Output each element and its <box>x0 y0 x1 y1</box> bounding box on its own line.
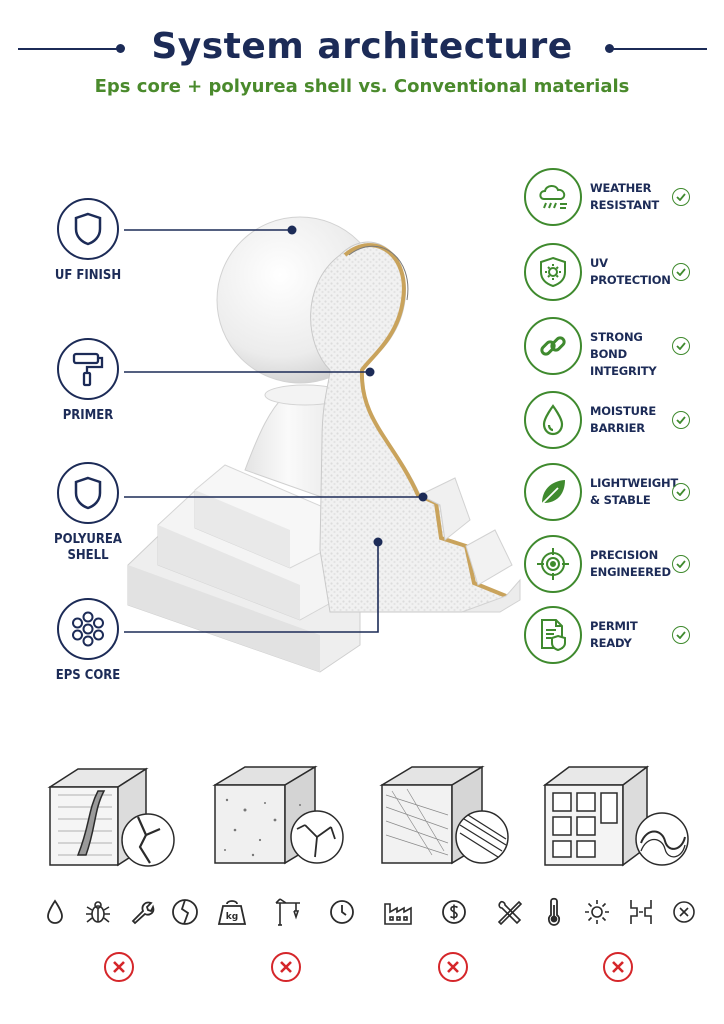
layer-icon-circle <box>57 338 119 400</box>
comparison-concrete: kg <box>205 755 369 995</box>
bug-icon <box>81 895 115 929</box>
chain-link-icon <box>540 336 566 356</box>
benefit-label: LIGHTWEIGHT& STABLE <box>590 476 679 507</box>
paint-roller-icon <box>72 352 104 387</box>
benefit-icon-circle <box>524 606 582 664</box>
wrench-icon <box>125 895 159 929</box>
layer-label: UF FINISH <box>54 268 122 283</box>
layer-eps-core: EPS CORE <box>33 598 143 684</box>
benefit-icon-circle <box>524 391 582 449</box>
pvc-issues <box>537 895 701 929</box>
title-rule-right <box>612 48 707 50</box>
concrete-block-illustration <box>212 765 344 865</box>
fail-x-icon <box>438 952 468 982</box>
finial-cutaway-illustration <box>124 216 521 673</box>
fail-x-icon <box>104 952 134 982</box>
layer-uf-finish: UF FINISH <box>33 198 143 284</box>
check-icon <box>672 483 690 501</box>
clock-icon <box>325 895 359 929</box>
benefit-icon-circle <box>524 463 582 521</box>
layer-label: EPS CORE <box>55 668 121 683</box>
layer-icon-circle <box>57 598 119 660</box>
shield-icon <box>74 476 102 510</box>
benefit-icon-circle <box>524 317 582 375</box>
layer-icon-circle <box>57 462 119 524</box>
check-icon <box>672 263 690 281</box>
expansion-icon <box>624 895 658 929</box>
check-icon <box>672 626 690 644</box>
pvc-profile-illustration <box>542 765 689 867</box>
comparison-wood <box>38 755 202 995</box>
sun-icon <box>580 895 614 929</box>
fiberglass-issues <box>372 895 536 929</box>
water-drop-icon <box>542 404 564 436</box>
benefit-icon-circle <box>524 535 582 593</box>
layer-label: POLYUREA SHELL <box>54 532 122 563</box>
leader-lines <box>124 229 423 633</box>
shield-icon <box>74 212 102 246</box>
layer-label: PRIMER <box>62 408 114 423</box>
benefit-icon-circle <box>524 168 582 226</box>
benefit-lightweight: LIGHTWEIGHT& STABLE <box>524 463 704 525</box>
water-drop-icon <box>38 895 72 929</box>
layer-icon-circle <box>57 198 119 260</box>
target-icon <box>537 548 569 580</box>
layer-polyurea-shell: POLYUREA SHELL <box>33 462 143 564</box>
cracked-circle-icon <box>168 895 202 929</box>
check-icon <box>672 337 690 355</box>
svg-text:kg: kg <box>226 912 238 922</box>
leader-dots <box>287 225 428 547</box>
page-title: System architecture <box>151 26 573 67</box>
fail-x-icon <box>271 952 301 982</box>
check-icon <box>672 411 690 429</box>
crane-icon <box>270 895 304 929</box>
leaf-icon <box>541 480 565 505</box>
check-icon <box>672 555 690 573</box>
uv-sun-shield-icon <box>540 256 566 288</box>
x-circle-icon <box>667 895 701 929</box>
kg-weight-icon: kg <box>215 895 249 929</box>
eps-beads-icon <box>72 611 104 647</box>
fail-x-icon <box>603 952 633 982</box>
title-dot-right <box>605 44 614 53</box>
weather-cloud-icon <box>539 185 567 209</box>
title-rule-left <box>18 48 118 50</box>
page-subtitle: Eps core + polyurea shell vs. Convention… <box>94 76 630 97</box>
cutaway-section <box>310 241 521 613</box>
wood-block-illustration <box>47 767 175 867</box>
tools-icon <box>492 895 526 929</box>
benefit-icon-circle <box>524 243 582 301</box>
finial-base <box>127 464 361 673</box>
comparison-fiberglass <box>372 755 536 995</box>
document-shield-icon <box>541 619 566 652</box>
layer-primer: PRIMER <box>33 338 143 424</box>
dollar-coin-icon <box>437 895 471 929</box>
title-dot-left <box>116 44 125 53</box>
header: System architecture <box>0 24 724 70</box>
factory-icon <box>382 895 416 929</box>
fiberglass-block-illustration <box>379 765 509 865</box>
thermometer-icon <box>537 895 571 929</box>
check-icon <box>672 188 690 206</box>
wood-issues <box>38 895 202 929</box>
comparison-pvc <box>537 755 701 995</box>
concrete-issues: kg <box>205 895 369 929</box>
